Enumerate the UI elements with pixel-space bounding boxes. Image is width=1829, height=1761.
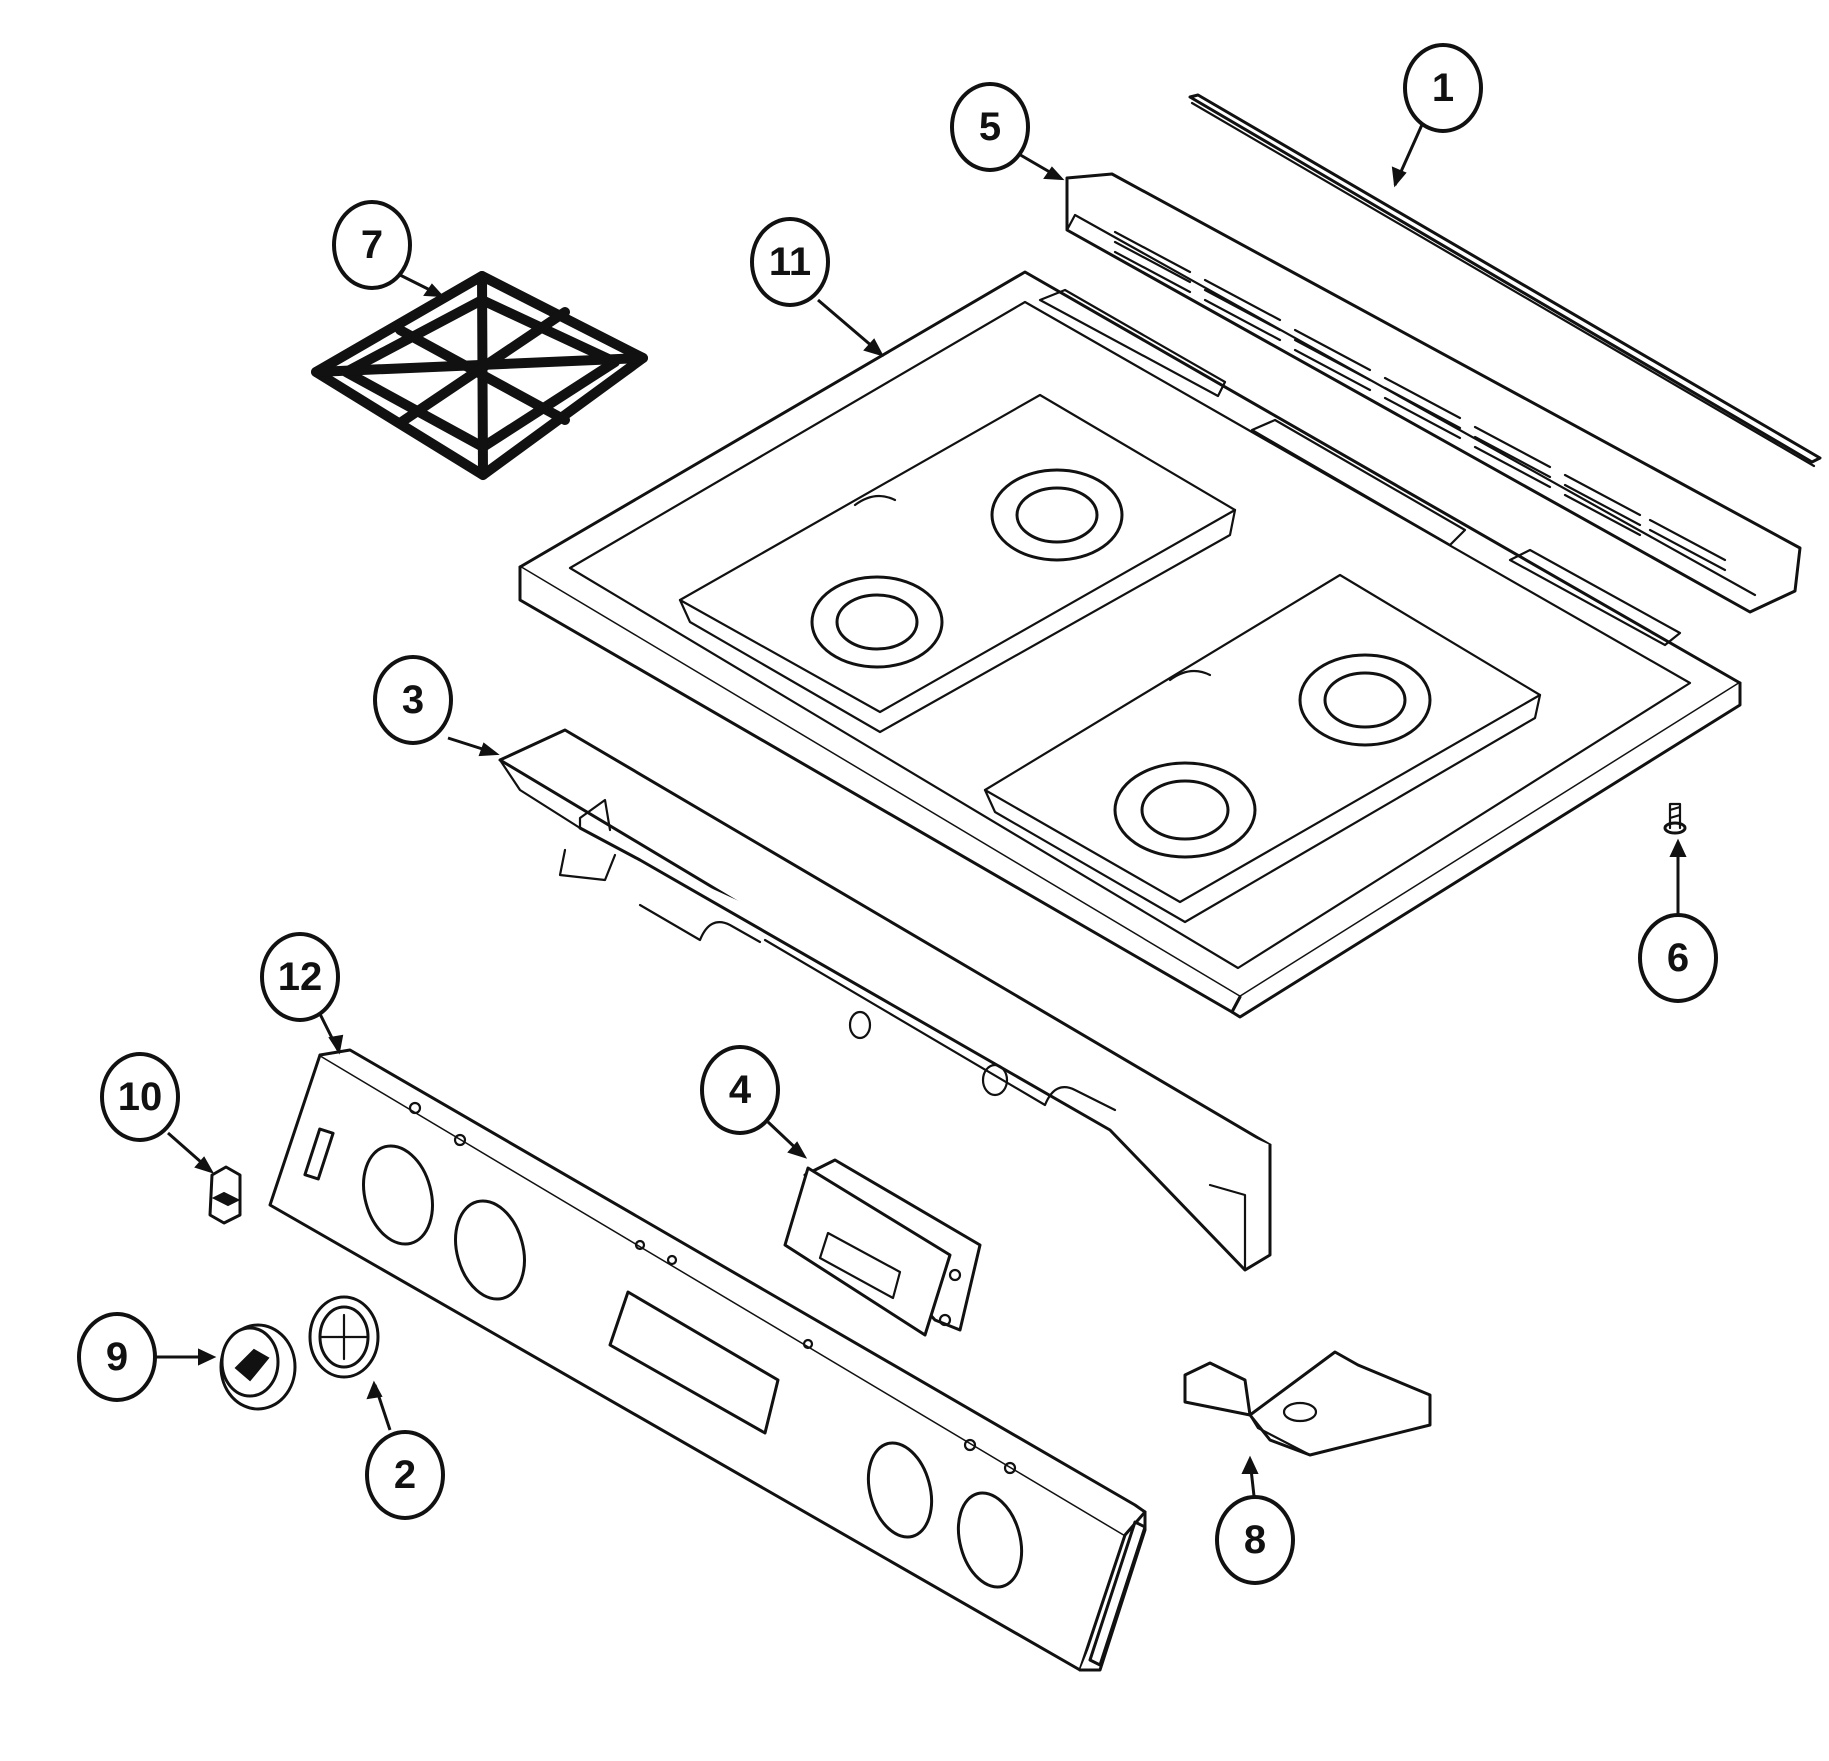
- callout-10: 10: [100, 1052, 180, 1142]
- callout-7: 7: [332, 200, 412, 290]
- callout-8: 8: [1215, 1495, 1295, 1585]
- callout-11: 11: [750, 217, 830, 307]
- knob-bezel: [308, 1295, 380, 1379]
- callout-5-label: 5: [979, 105, 1001, 149]
- callout-6-label: 6: [1667, 936, 1689, 980]
- screw: [1663, 802, 1687, 835]
- callout-12: 12: [260, 932, 340, 1022]
- callout-10-label: 10: [118, 1075, 163, 1119]
- control-panel: [268, 1048, 1147, 1672]
- front-manifold-panel: [498, 728, 1272, 1272]
- callout-6: 6: [1638, 913, 1718, 1003]
- callout-5: 5: [950, 82, 1030, 172]
- callout-1-label: 1: [1432, 66, 1454, 110]
- callout-1: 1: [1403, 43, 1483, 133]
- callout-3: 3: [373, 655, 453, 745]
- callout-3-label: 3: [402, 678, 424, 722]
- control-knob: [219, 1323, 297, 1411]
- cooktop: [518, 270, 1742, 1019]
- callout-8-label: 8: [1244, 1518, 1266, 1562]
- burner-grate: [311, 271, 648, 480]
- callout-2: 2: [365, 1430, 445, 1520]
- callout-4: 4: [700, 1045, 780, 1135]
- callout-7-label: 7: [361, 223, 383, 267]
- callout-9: 9: [77, 1312, 157, 1402]
- vent-trim: [1065, 172, 1802, 614]
- callout-9-label: 9: [106, 1335, 128, 1379]
- callout-11-label: 11: [769, 240, 811, 284]
- bracket: [1183, 1350, 1432, 1457]
- callout-12-label: 12: [278, 955, 323, 999]
- top-trim-strip: [1188, 93, 1822, 468]
- callout-2-label: 2: [394, 1453, 416, 1497]
- switch: [208, 1165, 242, 1225]
- callout-4-label: 4: [729, 1068, 752, 1112]
- clock-timer: [783, 1158, 982, 1337]
- leader-arrowheads: [194, 166, 1687, 1474]
